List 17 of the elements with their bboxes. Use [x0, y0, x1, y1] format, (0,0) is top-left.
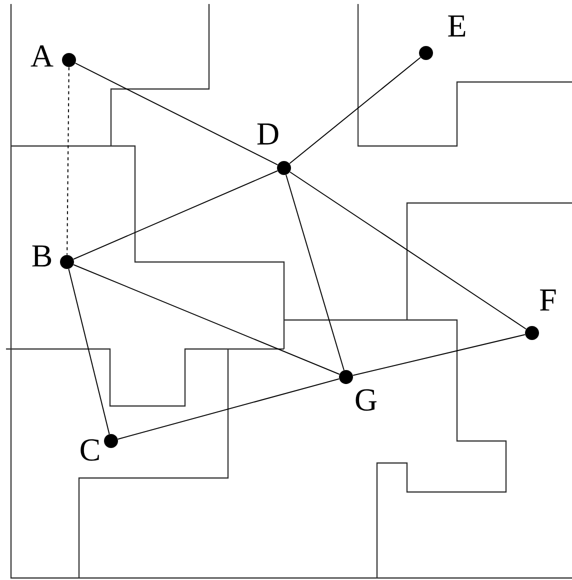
vertex-label: F [540, 290, 556, 310]
edge-line [73, 264, 340, 375]
vertex-label: E [448, 16, 466, 36]
vertex-label: D [257, 124, 278, 144]
edge-line [352, 334, 526, 376]
edge-line [289, 57, 421, 164]
edge-line [73, 170, 278, 260]
edge-line [117, 378, 340, 440]
edge-line [74, 62, 278, 166]
edge-line [68, 268, 110, 435]
vertex-label: B [32, 245, 52, 267]
edge-line [286, 174, 344, 371]
vertex-label: A [30, 45, 54, 67]
vertex-label: G [356, 389, 377, 411]
vertex-label: C [80, 439, 99, 461]
edge-line [66, 66, 70, 256]
edge-line [290, 171, 527, 330]
